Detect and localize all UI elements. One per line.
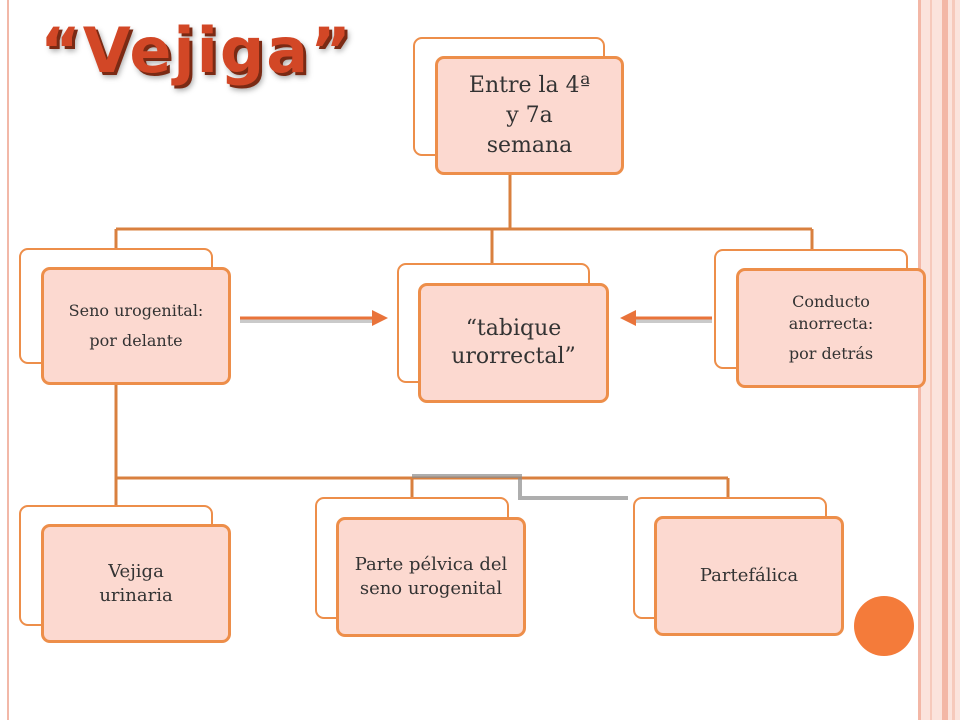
node-top-period: Entre la 4ª y 7a semana — [435, 56, 624, 175]
node-tabique-label: “tabique urorrectal” — [451, 316, 576, 369]
node-vejiga-urinaria: Vejiga urinaria — [41, 524, 231, 643]
node-falica-label: Partefálica — [699, 565, 799, 586]
node-top-line-1: Entre la 4ª — [468, 72, 591, 98]
node-top-line-3: semana — [486, 132, 573, 158]
arrow-left-icon — [620, 310, 712, 326]
node-tabique-urorrectal: “tabique urorrectal” — [418, 283, 609, 403]
decorative-circle — [854, 596, 914, 656]
node-parte-falica: Partefálica — [654, 516, 844, 636]
node-conducto-position: por detrás — [788, 344, 874, 363]
node-top-line-2: y 7a — [506, 102, 553, 128]
node-seno-position: por delante — [89, 331, 183, 350]
node-seno-label: Seno urogenital: — [68, 301, 204, 320]
node-conducto-label: Conducto anorrecta: — [788, 292, 874, 333]
node-conducto-anorrecta: Conducto anorrecta: por detrás — [736, 268, 926, 388]
node-seno-urogenital: Seno urogenital: por delante — [41, 267, 231, 385]
node-pelvica-label: Parte pélvica del seno urogenital — [354, 554, 508, 599]
node-vejiga-label: Vejiga urinaria — [99, 560, 173, 606]
node-parte-pelvica: Parte pélvica del seno urogenital — [336, 517, 526, 637]
slide-title: “Vejiga” — [40, 14, 353, 87]
arrow-right-icon — [240, 310, 388, 326]
left-border-line — [7, 0, 9, 720]
